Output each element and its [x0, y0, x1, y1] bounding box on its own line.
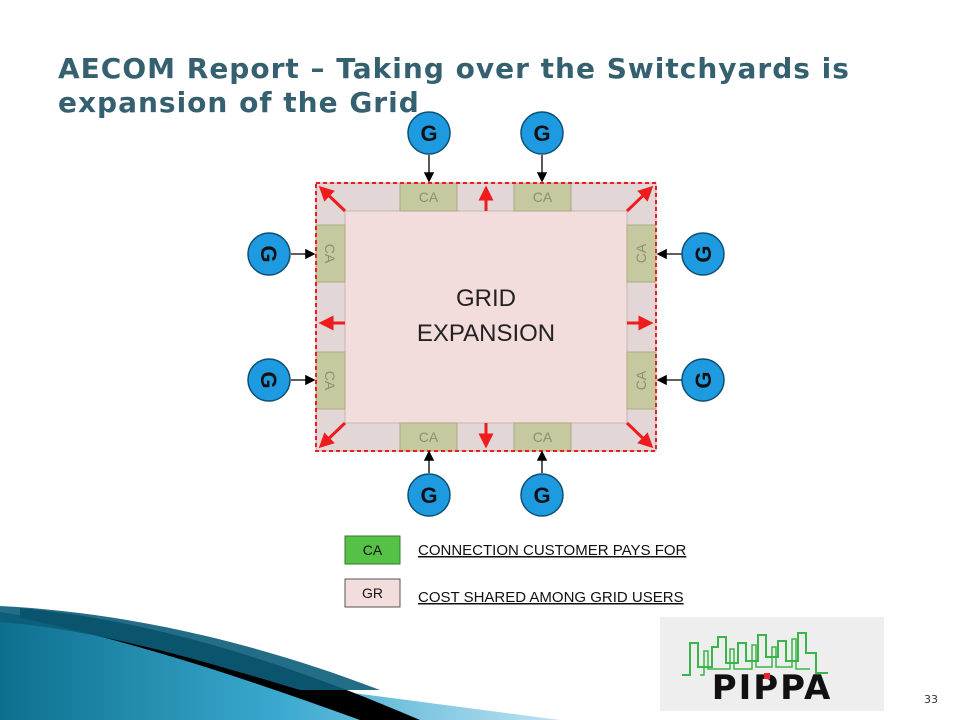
svg-text:CA: CA: [533, 189, 553, 205]
center-label-line1: GRID: [456, 285, 516, 312]
svg-text:G: G: [533, 483, 550, 508]
center-label-line2: EXPANSION: [417, 320, 555, 347]
pippa-logo-graphic: PIPPA: [682, 632, 833, 708]
ca-box-left-upper: CA: [315, 224, 346, 283]
svg-text:CA: CA: [322, 244, 338, 264]
svg-text:G: G: [256, 245, 281, 262]
generator-top-left: G: [407, 111, 451, 155]
expansion-arrows: [318, 185, 654, 449]
ca-box-top-left: CA: [399, 182, 458, 212]
legend-ca-text: CONNECTION CUSTOMER PAYS FOR: [418, 542, 687, 559]
legend-gr-box-label: GR: [362, 585, 383, 601]
svg-text:CA: CA: [633, 370, 649, 390]
legend-gr-text: COST SHARED AMONG GRID USERS: [418, 589, 684, 606]
generator-top-right: G: [520, 111, 564, 155]
svg-text:G: G: [256, 371, 281, 388]
svg-text:CA: CA: [419, 429, 439, 445]
grid-inner-area: [344, 210, 628, 424]
generator-left-lower: G: [247, 358, 291, 402]
connection-arrows: [291, 155, 682, 473]
svg-text:G: G: [533, 121, 550, 146]
grid-boundary-dashed: [315, 182, 657, 452]
svg-text:G: G: [691, 245, 716, 262]
ca-box-left-lower: CA: [315, 351, 346, 410]
svg-text:G: G: [420, 483, 437, 508]
expansion-arrow-top-left: [318, 185, 347, 213]
ca-box-bottom-right: CA: [513, 422, 572, 452]
svg-text:CA: CA: [419, 189, 439, 205]
svg-text:G: G: [420, 121, 437, 146]
svg-text:CA: CA: [533, 429, 553, 445]
generator-right-lower: G: [681, 358, 725, 402]
legend-ca-row: CA CONNECTION CUSTOMER PAYS FOR: [344, 535, 687, 565]
pippa-logo-text: PIPPA: [712, 668, 833, 708]
swoosh-blue: [0, 612, 560, 720]
generator-bottom-right: G: [520, 473, 564, 517]
generator-left-upper: G: [247, 232, 291, 276]
ca-box-top-right: CA: [513, 182, 572, 212]
legend-gr-row: GR COST SHARED AMONG GRID USERS: [344, 578, 684, 608]
legend-ca-box-label: CA: [363, 542, 383, 558]
ca-box-right-lower: CA: [626, 351, 657, 410]
pippa-logo: PIPPA: [660, 617, 884, 711]
generator-right-upper: G: [681, 232, 725, 276]
svg-text:CA: CA: [633, 243, 649, 263]
expansion-arrow-top-right: [625, 185, 654, 213]
svg-text:G: G: [691, 371, 716, 388]
swoosh-dark: [0, 606, 380, 690]
ca-box-right-upper: CA: [626, 224, 657, 283]
expansion-arrow-bottom-right: [625, 421, 654, 449]
generator-bottom-left: G: [407, 473, 451, 517]
page-number: 33: [924, 693, 938, 706]
slide-title: AECOM Report – Taking over the Switchyar…: [58, 52, 850, 119]
ca-box-bottom-left: CA: [399, 422, 458, 452]
svg-text:CA: CA: [322, 371, 338, 391]
expansion-arrow-bottom-left: [318, 421, 347, 449]
